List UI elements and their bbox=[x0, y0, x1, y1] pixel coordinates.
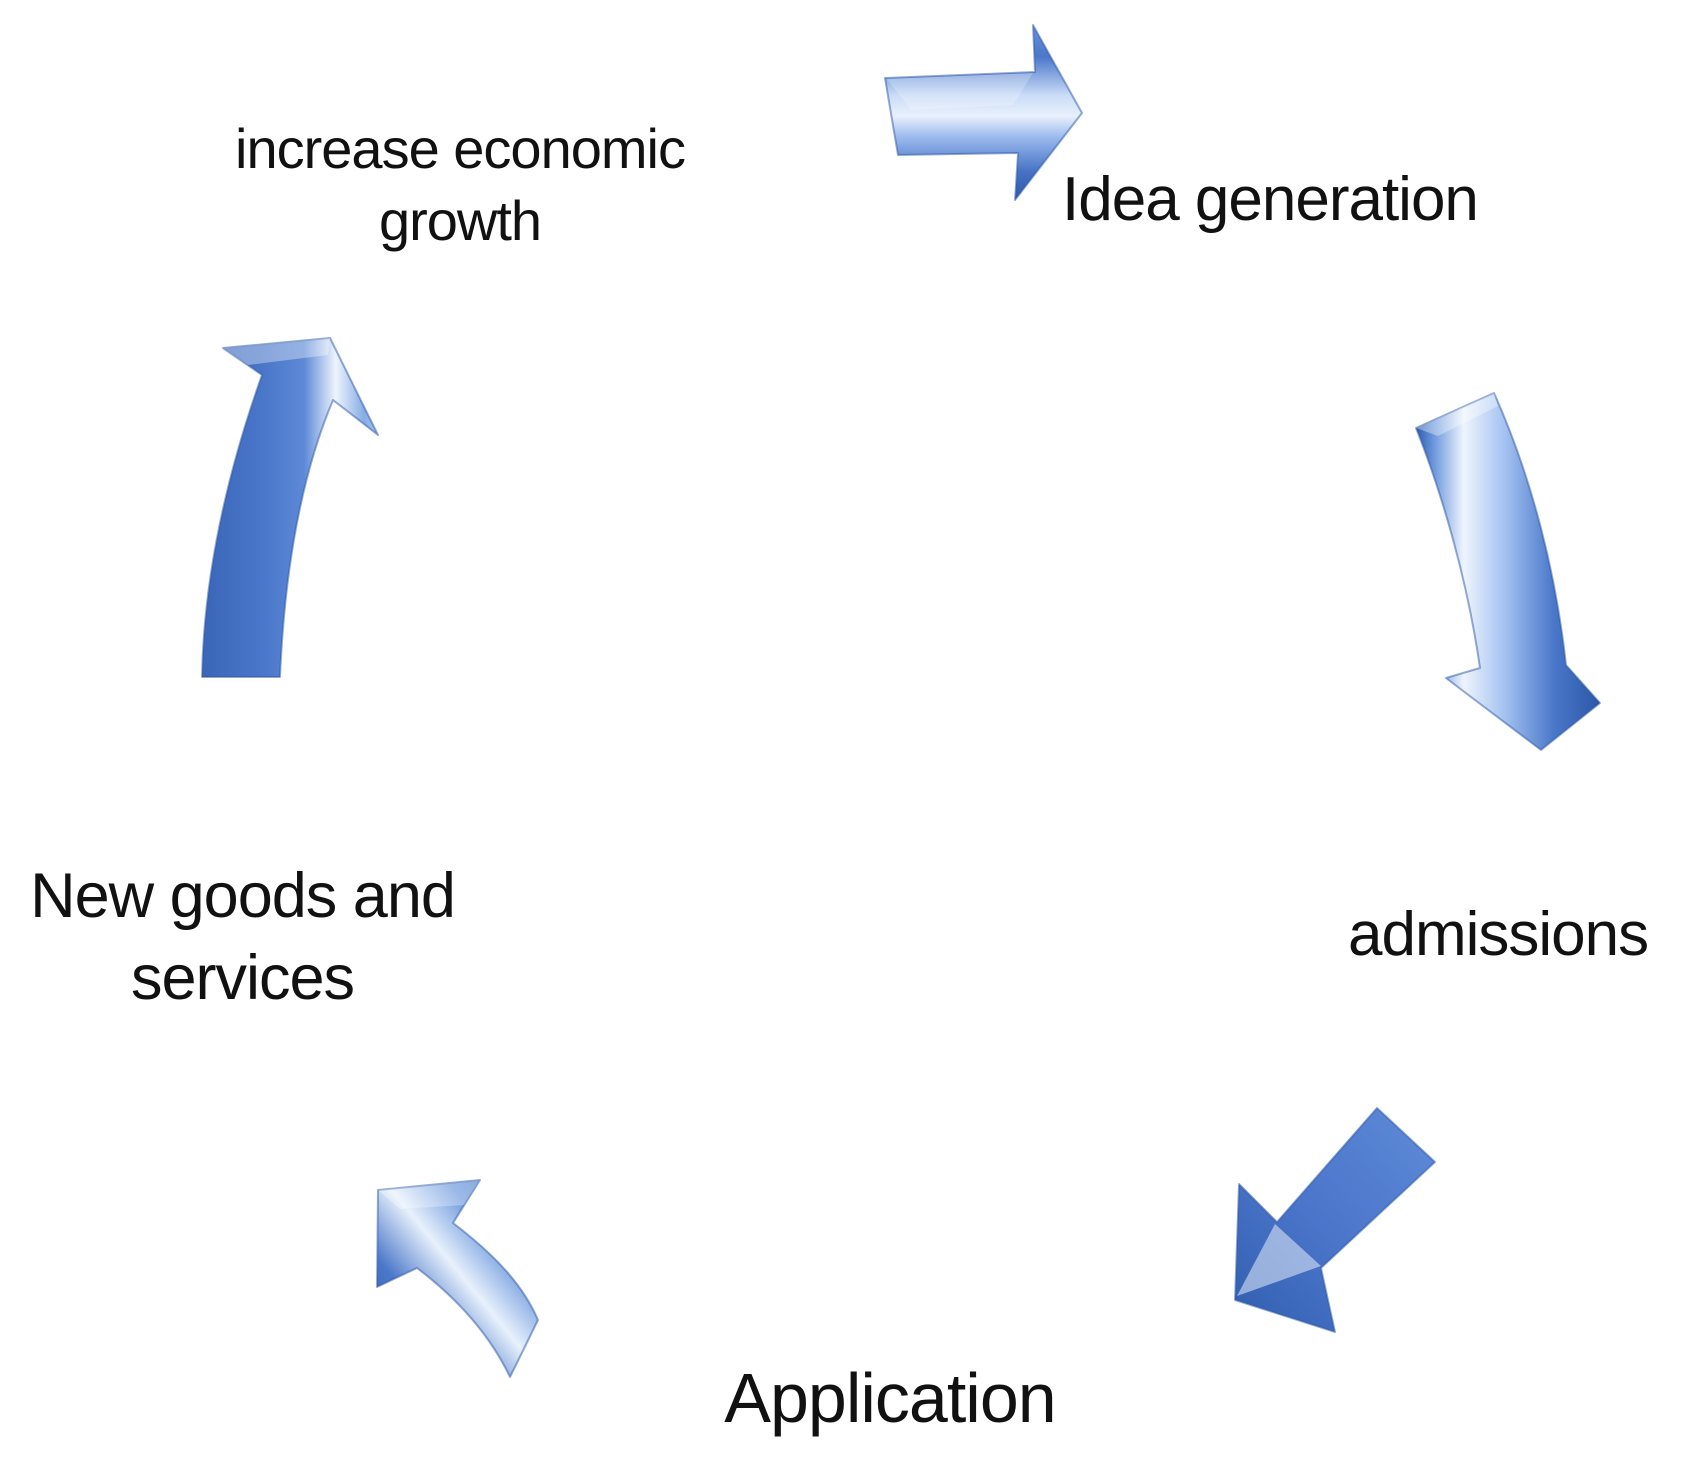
label-application: Application bbox=[724, 1359, 1056, 1437]
label-admissions: admissions bbox=[1348, 900, 1649, 969]
label-increase-economic-growth: increase economic growth bbox=[235, 117, 686, 252]
label-new-goods-and-services: New goods and services bbox=[30, 861, 456, 1013]
curved-up-arrow-icon bbox=[201, 337, 379, 678]
curved-down-arrow-icon bbox=[1415, 392, 1601, 751]
right-block-arrow-icon bbox=[884, 24, 1083, 201]
label-idea-generation: Idea generation bbox=[1062, 165, 1479, 234]
diagonal-down-left-arrow-icon bbox=[1234, 1107, 1436, 1333]
curved-up-left-arrow-icon bbox=[376, 1179, 539, 1378]
